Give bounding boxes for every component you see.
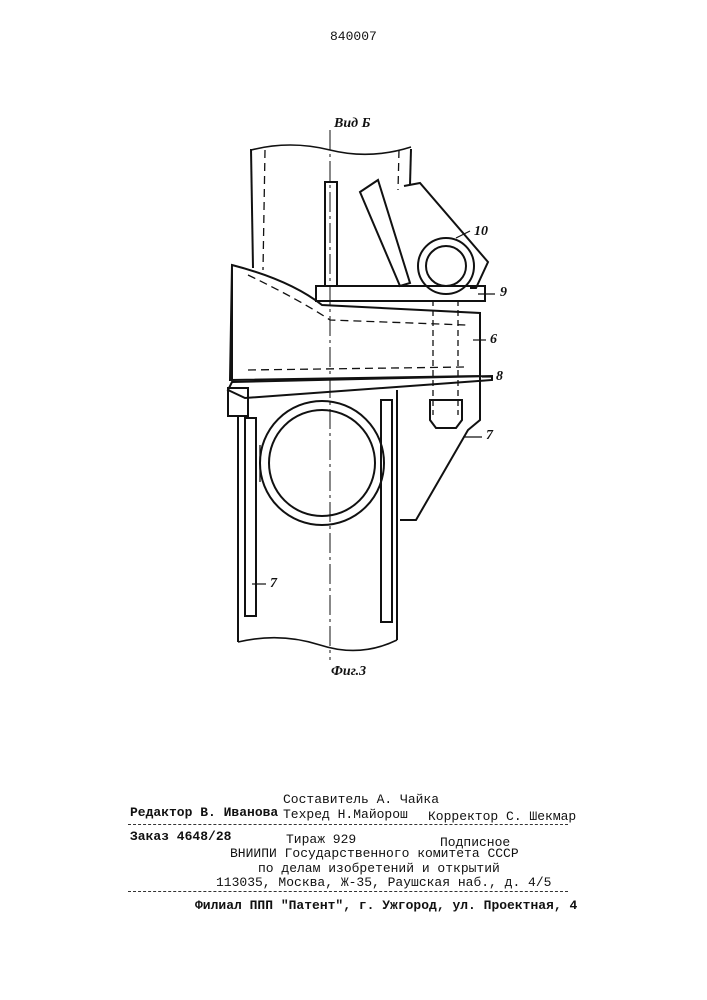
plate-9	[316, 286, 485, 301]
institute-line: ВНИИПИ Государственного комитета СССР	[230, 846, 519, 861]
label-9: 9	[500, 285, 507, 301]
label-10: 10	[474, 224, 488, 240]
technical-drawing	[0, 0, 707, 720]
figure-caption: Фиг.3	[331, 664, 366, 680]
pin-tip	[430, 400, 462, 428]
right-rib-7	[381, 400, 392, 622]
inclined-lever	[360, 180, 410, 286]
corrector-line: Корректор С. Шекмар	[428, 809, 576, 824]
compiler-line: Составитель А. Чайка	[283, 792, 439, 807]
committee-line: по делам изобретений и открытий	[258, 861, 500, 876]
funnel-6	[230, 265, 480, 380]
roller-inner	[426, 246, 466, 286]
left-rib-7	[245, 418, 256, 616]
upper-pipe-hidden-left	[263, 150, 265, 270]
divider-bottom	[128, 891, 568, 892]
lower-housing-7	[400, 376, 480, 520]
label-7-left: 7	[270, 576, 277, 592]
label-7-right: 7	[486, 428, 493, 444]
order-line: Заказ 4648/28	[130, 829, 231, 844]
techred-line: Техред Н.Майорош	[283, 807, 408, 822]
label-6: 6	[490, 332, 497, 348]
branch-line: Филиал ППП "Патент", г. Ужгород, ул. Про…	[195, 898, 577, 913]
address-line: 113035, Москва, Ж-35, Раушская наб., д. …	[216, 875, 551, 890]
upper-break-line	[251, 145, 411, 154]
editor-line: Редактор В. Иванова	[130, 805, 278, 820]
circulation-line: Тираж 929	[286, 832, 356, 847]
upper-pipe-left-wall	[251, 149, 253, 268]
tube-outer	[260, 401, 384, 525]
tube-inner	[269, 410, 375, 516]
vertical-rod	[325, 182, 337, 286]
lower-break-line	[238, 638, 397, 651]
label-8: 8	[496, 369, 503, 385]
upper-pipe-right-wall	[410, 149, 411, 185]
upper-pipe-hidden-right	[398, 150, 399, 190]
funnel-hidden-bottom	[248, 367, 466, 370]
divider-top	[128, 824, 568, 825]
